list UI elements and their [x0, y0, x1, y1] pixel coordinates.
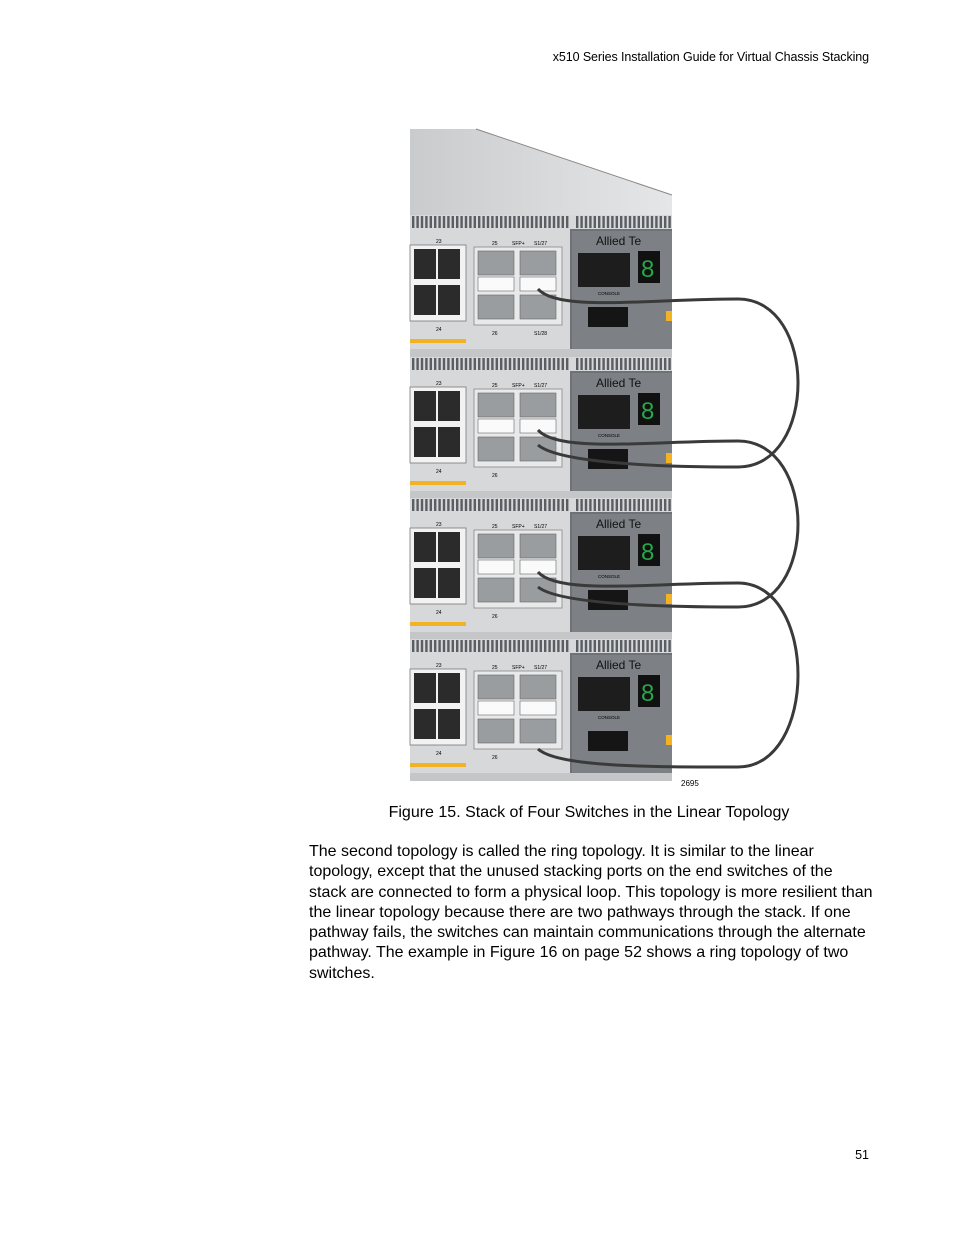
- svg-text:S1/27: S1/27: [534, 524, 547, 530]
- svg-text:CONSOLE: CONSOLE: [598, 574, 620, 579]
- svg-text:CONSOLE: CONSOLE: [598, 715, 620, 720]
- svg-text:26: 26: [492, 331, 498, 337]
- svg-text:25: 25: [492, 383, 498, 389]
- stacking-cable: [536, 287, 800, 469]
- svg-text:26: 26: [492, 473, 498, 479]
- svg-text:26: 26: [492, 755, 498, 761]
- svg-text:S1/27: S1/27: [534, 241, 547, 247]
- svg-text:26: 26: [492, 614, 498, 620]
- svg-text:23: 23: [436, 663, 442, 669]
- svg-text:25: 25: [492, 524, 498, 530]
- svg-text:S1/27: S1/27: [534, 383, 547, 389]
- figure-caption-text: Figure 15. Stack of Four Switches in the…: [388, 804, 790, 821]
- figure-caption: Figure 15. Stack of Four Switches in the…: [0, 804, 954, 822]
- svg-text:24: 24: [436, 469, 442, 475]
- svg-text:Allied Te: Allied Te: [596, 376, 641, 390]
- svg-text:23: 23: [436, 239, 442, 245]
- svg-text:SFP+: SFP+: [512, 383, 525, 389]
- svg-text:8: 8: [641, 680, 654, 707]
- svg-text:CONSOLE: CONSOLE: [598, 433, 620, 438]
- svg-text:8: 8: [641, 539, 654, 566]
- svg-text:SFP+: SFP+: [512, 665, 525, 671]
- switch-unit: 23 24 25 SFP+ S1/27 26 Allied Te CONSOLE 8: [409, 639, 672, 781]
- svg-text:CONSOLE: CONSOLE: [598, 291, 620, 296]
- svg-text:24: 24: [436, 751, 442, 757]
- svg-text:S1/28: S1/28: [534, 331, 547, 337]
- figure-id-label: 2695: [681, 779, 699, 788]
- svg-text:Allied Te: Allied Te: [596, 234, 641, 248]
- svg-text:25: 25: [492, 665, 498, 671]
- running-header: x510 Series Installation Guide for Virtu…: [552, 50, 869, 64]
- svg-text:8: 8: [641, 398, 654, 425]
- svg-text:24: 24: [436, 327, 442, 333]
- chassis-top-cover: [410, 129, 672, 219]
- svg-text:8: 8: [641, 256, 654, 283]
- stacking-cable: [536, 428, 800, 609]
- svg-text:23: 23: [436, 381, 442, 387]
- svg-text:23: 23: [436, 522, 442, 528]
- svg-text:Allied Te: Allied Te: [596, 658, 641, 672]
- switch-unit: 23 24 25 SFP+ S1/27 26 S1/28 Allied Te CONSOLE 8: [409, 215, 672, 357]
- svg-text:Allied Te: Allied Te: [596, 517, 641, 531]
- svg-text:25: 25: [492, 241, 498, 247]
- svg-text:S1/27: S1/27: [534, 665, 547, 671]
- switch-unit: 23 24 25 SFP+ S1/27 26 Allied Te CONSOLE 8: [409, 498, 672, 640]
- switch-unit: 23 24 25 SFP+ S1/27 26 Allied Te CONSOLE 8: [409, 357, 672, 499]
- page-number: 51: [855, 1148, 869, 1162]
- body-paragraph: The second topology is called the ring t…: [309, 843, 873, 982]
- svg-text:SFP+: SFP+: [512, 524, 525, 530]
- svg-text:SFP+: SFP+: [512, 241, 525, 247]
- svg-text:24: 24: [436, 610, 442, 616]
- stacking-cable: [536, 570, 800, 769]
